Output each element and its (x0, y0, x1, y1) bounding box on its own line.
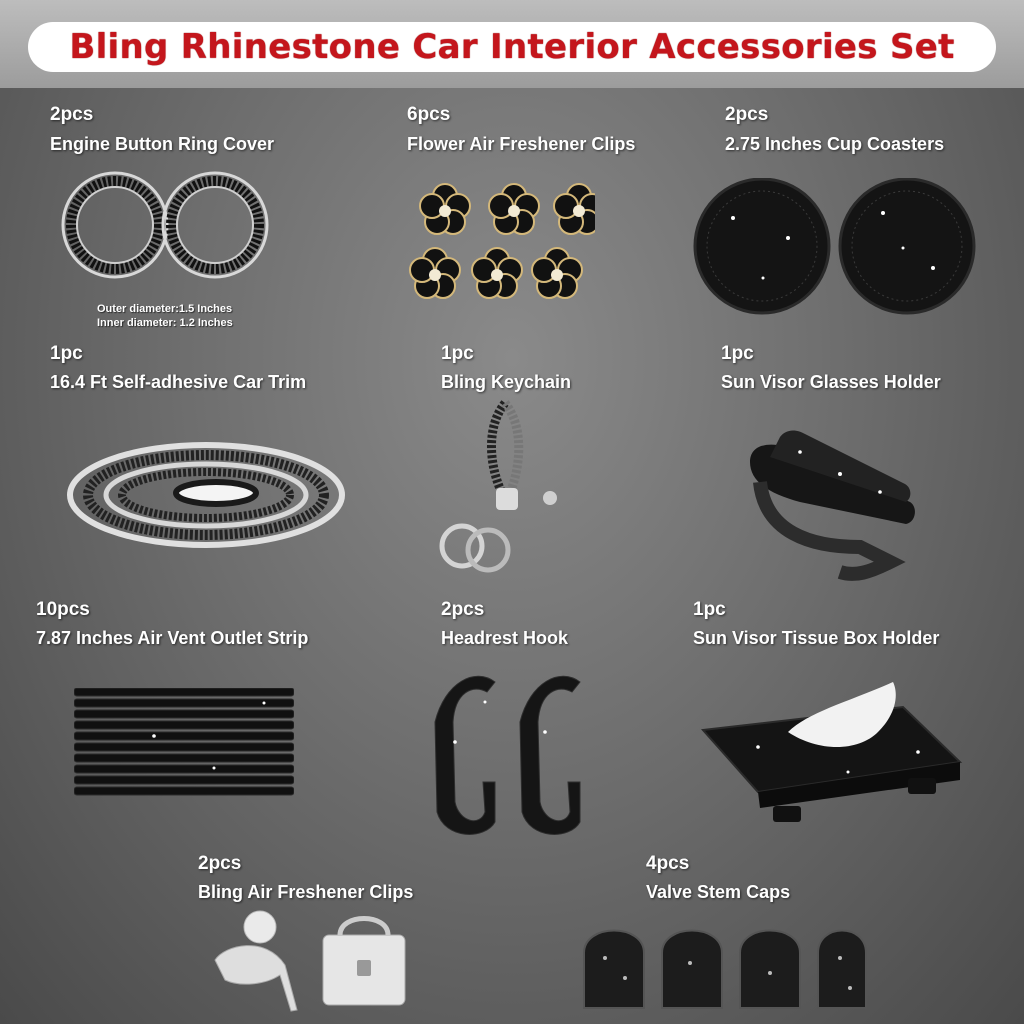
engine-ring-dimensions: Outer diameter:1.5 Inches Inner diameter… (97, 302, 233, 330)
item-qty-headrest-hook: 2pcs (441, 599, 485, 620)
engine-ring-image (60, 168, 270, 283)
car-trim-image (66, 440, 351, 550)
item-qty-flower-clips: 6pcs (407, 104, 451, 125)
outer-diameter-note: Outer diameter:1.5 Inches (97, 303, 233, 315)
item-name-tissue-holder: Sun Visor Tissue Box Holder (693, 628, 940, 648)
item-name-glasses-holder: Sun Visor Glasses Holder (721, 372, 941, 392)
item-qty-vent-strip: 10pcs (36, 599, 90, 620)
item-qty-tissue-holder: 1pc (693, 599, 726, 620)
bling-clips-image (205, 905, 415, 1020)
item-qty-car-trim: 1pc (50, 343, 83, 364)
item-name-bling-clips: Bling Air Freshener Clips (198, 882, 414, 902)
tissue-holder-image (698, 672, 968, 827)
item-name-valve-caps: Valve Stem Caps (646, 882, 791, 902)
item-name-cup-coasters: 2.75 Inches Cup Coasters (725, 134, 945, 154)
item-qty-keychain: 1pc (441, 343, 474, 364)
item-name-car-trim: 16.4 Ft Self-adhesive Car Trim (50, 372, 307, 392)
vent-strip-image (74, 688, 294, 800)
flower-clips-image (405, 176, 595, 306)
item-name-headrest-hook: Headrest Hook (441, 628, 569, 648)
inner-diameter-note: Inner diameter: 1.2 Inches (97, 317, 233, 329)
title-pill: Bling Rhinestone Car Interior Accessorie… (28, 22, 996, 72)
item-name-flower-clips: Flower Air Freshener Clips (407, 134, 636, 154)
glasses-holder-image (740, 422, 920, 582)
item-qty-engine-ring: 2pcs (50, 104, 94, 125)
headrest-hook-image (425, 662, 605, 842)
item-qty-cup-coasters: 2pcs (725, 104, 769, 125)
keychain-image (430, 398, 580, 578)
item-qty-valve-caps: 4pcs (646, 853, 690, 874)
item-name-keychain: Bling Keychain (441, 372, 572, 392)
title-banner: Bling Rhinestone Car Interior Accessorie… (0, 0, 1024, 88)
valve-caps-image (580, 918, 870, 1013)
cup-coasters-image (693, 178, 983, 318)
item-name-engine-ring: Engine Button Ring Cover (50, 134, 274, 154)
page-title: Bling Rhinestone Car Interior Accessorie… (69, 27, 955, 67)
item-qty-glasses-holder: 1pc (721, 343, 754, 364)
item-name-vent-strip: 7.87 Inches Air Vent Outlet Strip (36, 628, 309, 648)
item-qty-bling-clips: 2pcs (198, 853, 242, 874)
